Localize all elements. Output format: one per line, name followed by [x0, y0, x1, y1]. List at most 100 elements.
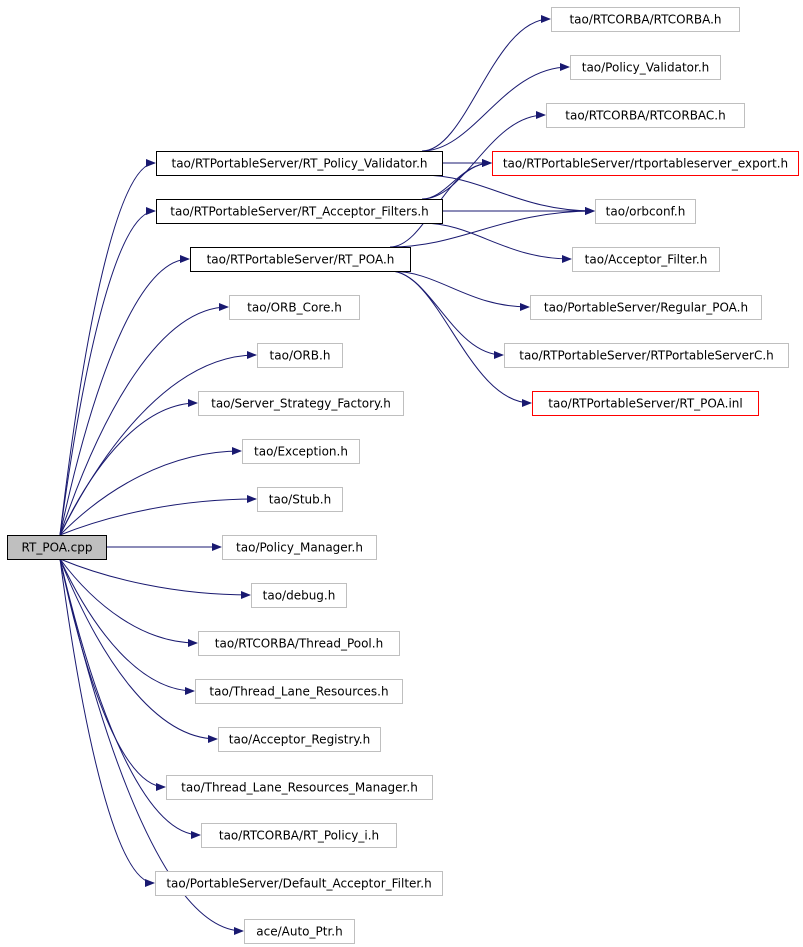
node-label: tao/Stub.h: [269, 493, 331, 507]
edge-root-to-debug_h: [59, 558, 251, 599]
edge-rt_poa_h-to-rtportableserverc_h: [389, 270, 504, 359]
node-root: RT_POA.cpp: [7, 535, 107, 560]
node-label: tao/Acceptor_Registry.h: [229, 733, 370, 747]
edge-rt_acceptor_filters_h-to-acceptor_filter_h: [421, 222, 572, 263]
node-label: tao/PortableServer/Default_Acceptor_Filt…: [166, 877, 431, 891]
node-rtportableserverc-h[interactable]: tao/RTPortableServer/RTPortableServerC.h: [504, 343, 789, 368]
node-acceptor-registry-h[interactable]: tao/Acceptor_Registry.h: [218, 727, 381, 752]
node-box: [166, 775, 433, 800]
node-auto-ptr-h[interactable]: ace/Auto_Ptr.h: [244, 919, 355, 944]
node-label: tao/ORB.h: [270, 349, 331, 363]
node-box: [257, 343, 343, 368]
node-box: [222, 535, 377, 560]
node-orb-core-h[interactable]: tao/ORB_Core.h: [229, 295, 360, 320]
node-thread-pool-h[interactable]: tao/RTCORBA/Thread_Pool.h: [198, 631, 400, 656]
edge-root-to-server_strategy_factory_h: [59, 399, 198, 536]
node-box: [244, 919, 355, 944]
edge-root-to-rt_acceptor_filters_h: [59, 207, 156, 536]
node-box: [156, 199, 443, 224]
node-debug-h[interactable]: tao/debug.h: [251, 583, 347, 608]
edge-rt_poa_h-to-rt_poa_inl: [389, 270, 532, 407]
node-rt-poa-inl[interactable]: tao/RTPortableServer/RT_POA.inl: [532, 391, 759, 416]
node-label: tao/Exception.h: [254, 445, 348, 459]
node-box: [218, 727, 381, 752]
node-label: tao/Policy_Validator.h: [582, 61, 710, 75]
node-rtps-export-h[interactable]: tao/RTPortableServer/rtportableserver_ex…: [492, 151, 799, 176]
node-box: [198, 631, 400, 656]
edge-root-to-rt_poa_h: [59, 255, 190, 536]
node-rtcorba-h[interactable]: tao/RTCORBA/RTCORBA.h: [551, 7, 740, 32]
node-rt-policy-i-h[interactable]: tao/RTCORBA/RT_Policy_i.h: [201, 823, 397, 848]
node-policy-manager-h[interactable]: tao/Policy_Manager.h: [222, 535, 377, 560]
node-box: [504, 343, 789, 368]
node-box: [229, 295, 360, 320]
edge-rt_acceptor_filters_h-to-rtcorbac_h: [421, 111, 546, 200]
edge-rt_policy_validator_h-to-rtcorba_h: [421, 15, 551, 152]
node-exception-h[interactable]: tao/Exception.h: [242, 439, 360, 464]
node-thread-lane-resources-h[interactable]: tao/Thread_Lane_Resources.h: [195, 679, 403, 704]
edge-root-to-exception_h: [59, 447, 242, 536]
edge-rt_policy_validator_h-to-orbconf_h: [421, 174, 595, 215]
edge-root-to-thread_pool_h: [59, 558, 198, 647]
node-label: tao/Server_Strategy_Factory.h: [211, 397, 391, 411]
node-rtcorbac-h[interactable]: tao/RTCORBA/RTCORBAC.h: [546, 103, 745, 128]
node-label: tao/Acceptor_Filter.h: [585, 253, 708, 267]
edge-root-to-rt_policy_validator_h: [59, 159, 156, 536]
node-layer: RT_POA.cpp tao/RTCORBA/RTCORBA.h tao/Polic…: [7, 7, 799, 944]
node-thread-lane-resources-manager-h[interactable]: tao/Thread_Lane_Resources_Manager.h: [166, 775, 433, 800]
node-box: [242, 439, 360, 464]
edge-root-to-thread_lane_resources_manager_h: [59, 558, 166, 791]
node-label: RT_POA.cpp: [22, 541, 93, 555]
node-box: [570, 55, 721, 80]
node-label: tao/ORB_Core.h: [247, 301, 342, 315]
edge-root-to-acceptor_registry_h: [59, 558, 218, 743]
node-label: tao/RTPortableServer/RT_POA.h: [207, 253, 395, 267]
edge-root-to-default_acceptor_filter_h: [59, 558, 155, 887]
node-label: tao/RTCORBA/RT_Policy_i.h: [219, 829, 379, 843]
node-label: tao/Thread_Lane_Resources_Manager.h: [181, 781, 418, 795]
node-label: tao/Thread_Lane_Resources.h: [209, 685, 388, 699]
node-box: [251, 583, 347, 608]
edge-rt_policy_validator_h-to-policy_validator_h: [421, 63, 570, 152]
node-box: [492, 151, 799, 176]
node-box: [572, 247, 720, 272]
node-stub-h[interactable]: tao/Stub.h: [257, 487, 343, 512]
node-box: [201, 823, 397, 848]
node-label: tao/RTPortableServer/RT_POA.inl: [548, 397, 742, 411]
node-label: ace/Auto_Ptr.h: [256, 925, 342, 939]
node-box: [198, 391, 404, 416]
node-box: [195, 679, 403, 704]
node-label: tao/PortableServer/Regular_POA.h: [544, 301, 748, 315]
node-box: [595, 199, 696, 224]
node-label: tao/RTCORBA/RTCORBAC.h: [565, 109, 725, 123]
node-label: tao/RTCORBA/Thread_Pool.h: [215, 637, 383, 651]
edge-layer: [59, 15, 595, 935]
node-label: tao/orbconf.h: [606, 205, 686, 219]
edge-root-to-thread_lane_resources_h: [59, 558, 195, 695]
node-rt-acceptor-filters-h[interactable]: tao/RTPortableServer/RT_Acceptor_Filters…: [156, 199, 443, 224]
node-box: [190, 247, 411, 272]
node-box: [530, 295, 762, 320]
node-label: tao/debug.h: [263, 589, 336, 603]
node-label: tao/RTPortableServer/RTPortableServerC.h: [519, 349, 774, 363]
node-box: [7, 535, 107, 560]
edge-rt_poa_h-to-orbconf_h: [389, 207, 595, 248]
node-box: [156, 151, 443, 176]
node-policy-validator-h[interactable]: tao/Policy_Validator.h: [570, 55, 721, 80]
node-server-strategy-factory-h[interactable]: tao/Server_Strategy_Factory.h: [198, 391, 404, 416]
node-orb-h[interactable]: tao/ORB.h: [257, 343, 343, 368]
node-rt-policy-validator-h[interactable]: tao/RTPortableServer/RT_Policy_Validator…: [156, 151, 443, 176]
edge-root-to-orb_core_h: [59, 303, 229, 536]
edge-root-to-auto_ptr_h: [59, 558, 244, 935]
node-acceptor-filter-h[interactable]: tao/Acceptor_Filter.h: [572, 247, 720, 272]
node-default-acceptor-filter-h[interactable]: tao/PortableServer/Default_Acceptor_Filt…: [155, 871, 443, 896]
edge-root-to-rt_policy_i_h: [59, 558, 201, 839]
node-rt-poa-h[interactable]: tao/RTPortableServer/RT_POA.h: [190, 247, 411, 272]
node-regular-poa-h[interactable]: tao/PortableServer/Regular_POA.h: [530, 295, 762, 320]
node-orbconf-h[interactable]: tao/orbconf.h: [595, 199, 696, 224]
node-label: tao/RTPortableServer/RT_Acceptor_Filters…: [170, 205, 428, 219]
node-box: [155, 871, 443, 896]
node-label: tao/RTPortableServer/RT_Policy_Validator…: [172, 157, 428, 171]
node-box: [257, 487, 343, 512]
